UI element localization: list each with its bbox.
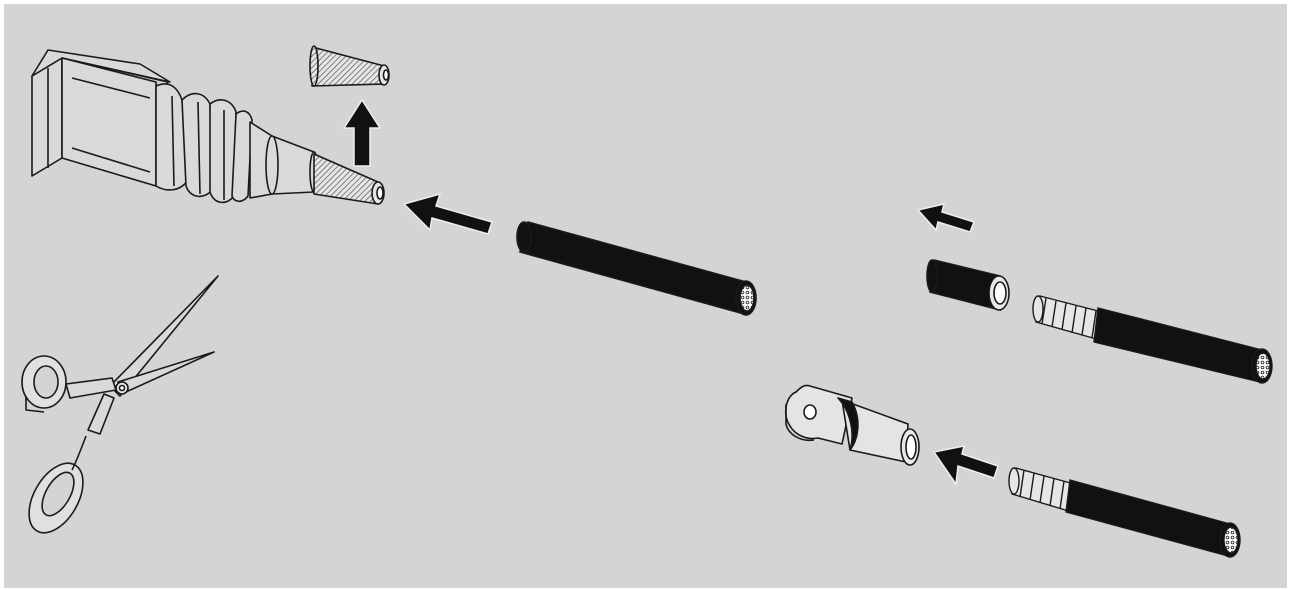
arrow-icon: [934, 446, 998, 484]
arrow-icon: [344, 100, 380, 166]
seal-cone-icon: [310, 46, 389, 86]
cable-icon: [517, 222, 756, 315]
ring-lug-icon: [786, 385, 919, 465]
arrow-icon: [404, 194, 492, 234]
scissors-icon: [18, 276, 218, 542]
stripped-wire-icon: [1009, 468, 1240, 557]
sleeve-icon: [927, 260, 1009, 310]
arrow-icon: [918, 204, 974, 232]
stripped-wire-icon: [1033, 296, 1272, 383]
